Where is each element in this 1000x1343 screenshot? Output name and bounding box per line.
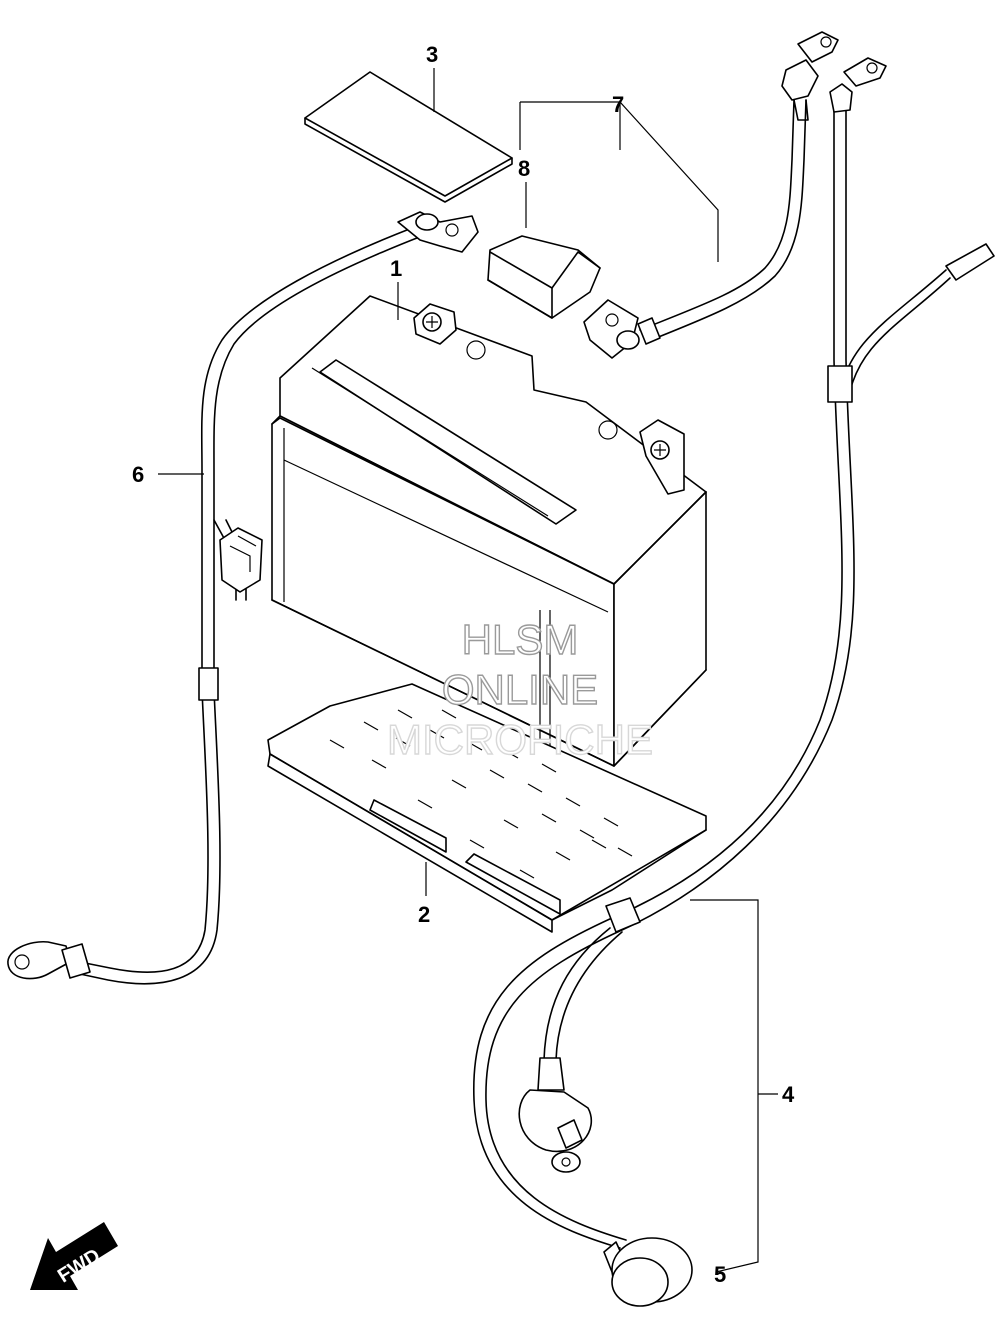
callout-5: 5 — [714, 1262, 726, 1287]
part-8-cover — [487, 235, 601, 319]
part-6-cable — [7, 211, 479, 985]
callout-8: 8 — [518, 156, 530, 181]
watermark-line-3: MICROFICHE — [387, 716, 653, 763]
callout-3: 3 — [426, 42, 438, 67]
part-5-grommet — [603, 1237, 693, 1307]
part-3-sheet — [304, 71, 513, 203]
leader-lines — [158, 68, 778, 1273]
part-1-battery — [271, 295, 707, 767]
part-7-cable — [583, 31, 839, 359]
watermark-line-1: HLSM — [462, 616, 579, 663]
watermark: HLSM ONLINE MICROFICHE — [386, 615, 653, 763]
callout-4: 4 — [782, 1082, 795, 1107]
callout-1: 1 — [390, 256, 402, 281]
callout-2: 2 — [418, 902, 430, 927]
callout-6: 6 — [132, 462, 144, 487]
callout-7: 7 — [612, 92, 624, 117]
part-2-tray — [267, 683, 707, 933]
fwd-arrow: FWD — [30, 1222, 118, 1290]
watermark-line-2: ONLINE — [442, 666, 598, 713]
part-4-cable — [473, 57, 995, 1249]
